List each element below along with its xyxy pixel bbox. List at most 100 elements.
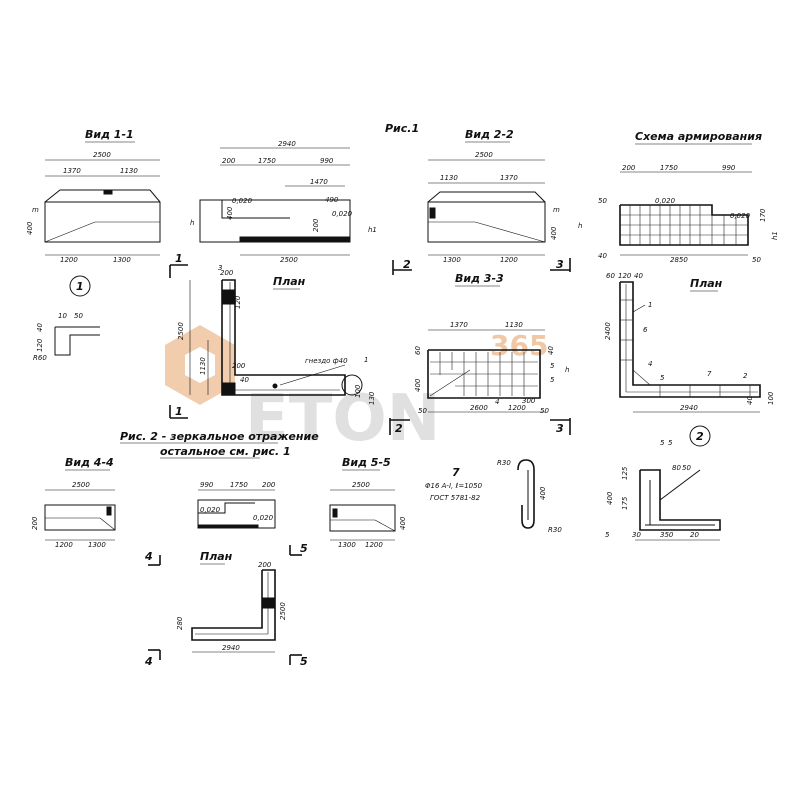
dim: 60: [606, 272, 615, 280]
dim: 200: [262, 481, 276, 489]
dim: 1200: [365, 541, 383, 549]
dim: 30: [632, 531, 641, 539]
dim: 50: [540, 407, 549, 415]
dim: 5: [550, 362, 555, 370]
fig2-label: Рис. 2 - зеркальное отражение остальное …: [120, 430, 319, 459]
dim: 100: [767, 391, 775, 405]
dim: 1370: [500, 174, 518, 182]
dim: 1370: [450, 321, 468, 329]
view-5-5-title: Вид 5-5: [342, 456, 391, 469]
dim: 125: [621, 466, 629, 480]
section-mark-3-top: 3: [556, 258, 564, 271]
dim: 1130: [199, 357, 207, 375]
dim: 990: [200, 481, 214, 489]
dim: 50: [598, 197, 607, 205]
section-marks: 1 1 2 3 3 2: [169, 252, 571, 435]
dim: 400: [606, 491, 614, 505]
rebar-spec: Φ16 A-I, ℓ=1050: [425, 482, 483, 490]
view-3-3: Вид 3-3 1370 1130 2600 1200 300 50 50 60…: [414, 272, 569, 415]
dim: 1130: [505, 321, 523, 329]
view-5-5: Вид 5-5 2500 1300 1200 400: [329, 456, 407, 549]
plan-right: План 60 120 40 2400 1 6 4 5 7 2 2940 40 …: [604, 272, 775, 413]
rebar-radius-bottom: R30: [548, 526, 562, 534]
dim: 1300: [88, 541, 106, 549]
detail-2-number: 2: [696, 430, 704, 443]
dim: 1200: [55, 541, 73, 549]
dim: 2500: [475, 151, 493, 159]
fig1-label: Рис.1: [385, 122, 419, 135]
plan-fig2: План 200 2500 2940 280 4 4 5 5: [144, 542, 308, 668]
dim: 2600: [470, 404, 488, 412]
dim: 60: [414, 346, 422, 355]
dim: h1: [368, 226, 377, 234]
rebar-number: 7: [452, 466, 460, 479]
dim: 0,020: [332, 210, 353, 218]
view-4-4-title: Вид 4-4: [65, 456, 114, 469]
detail-1-marker: [69, 275, 91, 297]
dim: 120: [618, 272, 632, 280]
dim: 1300: [443, 256, 461, 264]
dim: 50: [682, 464, 691, 472]
view-1-1: Вид 1-1 2500 1370 1130 1200 1300 400 m: [26, 128, 161, 264]
detail-1-circle: [341, 374, 363, 396]
dim: 200: [31, 516, 39, 530]
dim: h: [578, 222, 582, 230]
dim: 1130: [440, 174, 458, 182]
dim: 7: [707, 370, 712, 378]
dim: 10: [58, 312, 67, 320]
scheme-title: Схема армирования: [635, 130, 762, 143]
dim: 990: [320, 157, 334, 165]
dim: h: [565, 366, 569, 374]
rebar-length: 400: [539, 486, 547, 500]
dim: 6: [643, 326, 648, 334]
callout-1: 1: [364, 356, 368, 364]
dim: 4: [648, 360, 652, 368]
dim: 200: [220, 269, 234, 277]
dim: 2940: [680, 404, 698, 412]
dim: 2500: [279, 602, 287, 620]
dim: 400: [414, 378, 422, 392]
dim: 2500: [93, 151, 111, 159]
fig2-line2: остальное см. рис. 1: [160, 445, 291, 458]
dim: 170: [759, 208, 767, 222]
view-4-4: Вид 4-4 2500 1200 1300 200: [31, 456, 116, 549]
dim: 2500: [72, 481, 90, 489]
dim: 990: [722, 164, 736, 172]
dim: 50: [418, 407, 427, 415]
fig2-elevation: 990 1750 200 0,020 0,020: [197, 481, 276, 529]
dim: 1: [648, 301, 652, 309]
dim: 1200: [508, 404, 526, 412]
dim: 200: [622, 164, 636, 172]
view-2-2: Вид 2-2 2500 1130 1370 1300 1200 400 m: [427, 128, 560, 264]
dim: 120: [36, 338, 44, 352]
dim: 0,020: [253, 514, 274, 522]
detail-2-marker: [689, 425, 711, 447]
section-mark-3-bottom: 3: [556, 422, 564, 435]
dim: 100: [354, 384, 362, 398]
section-mark-4-bottom: 4: [144, 655, 153, 668]
plan-title-3: План: [200, 550, 233, 563]
dim: 280: [176, 616, 184, 630]
dim: 0,020: [200, 506, 221, 514]
dim: 50: [752, 256, 761, 264]
dim: 5: [550, 376, 555, 384]
dim: 175: [621, 496, 629, 510]
dim: 400: [399, 516, 407, 530]
dim: 2940: [278, 140, 296, 148]
dim: 1750: [230, 481, 248, 489]
fig1-elevation: 2940 200 1750 990 1470 490 0,020 0,020 2…: [190, 140, 377, 264]
dim: 80: [672, 464, 681, 472]
dim: 200: [312, 218, 320, 232]
gnezdo-label: гнездо ф40: [305, 357, 348, 365]
reinforcement-scheme: Схема армирования 200 1750 990 0,020 0,0…: [578, 130, 779, 264]
dim: 2500: [177, 322, 185, 340]
dim: 1200: [500, 256, 518, 264]
dim: 40: [634, 272, 643, 280]
dim: 1200: [60, 256, 78, 264]
dim: 300: [522, 397, 536, 405]
detail-2: 2 5 5 80 50 125 175 30 350 20 400 5: [605, 425, 721, 541]
dim: 5: [668, 439, 673, 447]
dim: m: [32, 206, 39, 214]
view-3-3-title: Вид 3-3: [455, 272, 504, 285]
